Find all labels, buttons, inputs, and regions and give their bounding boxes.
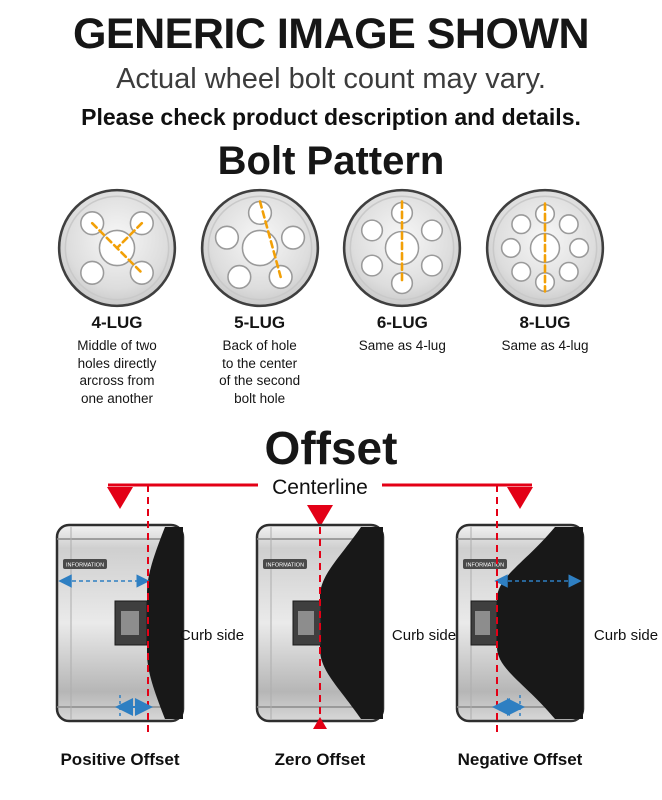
wheel-cross-section-positive: INFORMATION: [55, 523, 185, 723]
measure-dash-line: [258, 200, 282, 279]
measure-dash-line: [115, 221, 144, 250]
lug-label-4: 4-LUG: [91, 313, 143, 332]
lug-description-6: Same as 4-lug: [358, 338, 446, 353]
offset-label-positive: Positive Offset: [60, 750, 179, 769]
8-lug-wheel-diagram: [485, 188, 605, 308]
spoke-profile: [320, 527, 383, 720]
6-lug-wheel-diagram: [343, 188, 462, 308]
curb-side-label-positive: Curb side: [180, 627, 244, 644]
centerline-label: Centerline: [272, 476, 368, 499]
zero-offset-marker-icon: [313, 717, 327, 730]
lug-description-5: Back of hole to the center of the second…: [219, 338, 301, 406]
lug-item-6: 6-LUG Same as 4-lug: [331, 186, 473, 407]
offset-diagram-svg: Centerline INFORMATION INFORMATION: [55, 475, 658, 769]
lug-label-5: 5-LUG: [234, 313, 286, 332]
hub-bore: [241, 229, 278, 267]
lug-item-4: 4-LUG Middle of two holes directly arcro…: [46, 186, 188, 407]
centerline-marker-left-icon: [107, 487, 133, 510]
bolt-pattern-row: 4-LUG Middle of two holes directly arcro…: [0, 186, 662, 407]
spec-label: INFORMATION: [66, 563, 104, 569]
spec-label: INFORMATION: [266, 563, 304, 569]
spec-label: INFORMATION: [466, 563, 504, 569]
offset-label-zero: Zero Offset: [275, 750, 366, 769]
offset-diagram: Centerline INFORMATION INFORMATION: [0, 475, 662, 777]
disclaimer-note: Please check product description and det…: [81, 104, 581, 130]
lug-label-8: 8-LUG: [519, 313, 571, 332]
4-lug-wheel-diagram: [57, 188, 177, 308]
centerline-marker-middle-icon: [307, 505, 333, 528]
curb-side-label-negative: Curb side: [594, 627, 658, 644]
curb-side-label-zero: Curb side: [392, 627, 456, 644]
subtitle: Actual wheel bolt count may vary.: [116, 63, 546, 95]
5-lug-wheel-diagram: [200, 188, 319, 308]
lug-item-8: 8-LUG Same as 4-lug: [474, 186, 616, 407]
centerline-label-bg: [258, 475, 382, 500]
lug-description-4: Middle of two holes directly arcross fro…: [77, 338, 157, 406]
wheel-cross-section-negative: INFORMATION: [455, 523, 585, 723]
centerline-marker-right-icon: [507, 487, 533, 510]
page-title: GENERIC IMAGE SHOWN: [72, 10, 590, 58]
header: GENERIC IMAGE SHOWN Actual wheel bolt co…: [0, 0, 662, 131]
spec-label-bg: [263, 559, 307, 570]
lug-item-5: 5-LUG Back of hole to the center of the …: [189, 186, 331, 407]
lug-description-8: Same as 4-lug: [501, 338, 589, 353]
bolt-pattern-title: Bolt Pattern: [217, 139, 445, 183]
lug-label-6: 6-LUG: [376, 313, 428, 332]
offset-label-negative: Negative Offset: [458, 750, 583, 769]
offset-title: Offset: [264, 422, 398, 475]
spoke-profile: [147, 527, 183, 720]
spec-label-bg: [63, 559, 107, 570]
